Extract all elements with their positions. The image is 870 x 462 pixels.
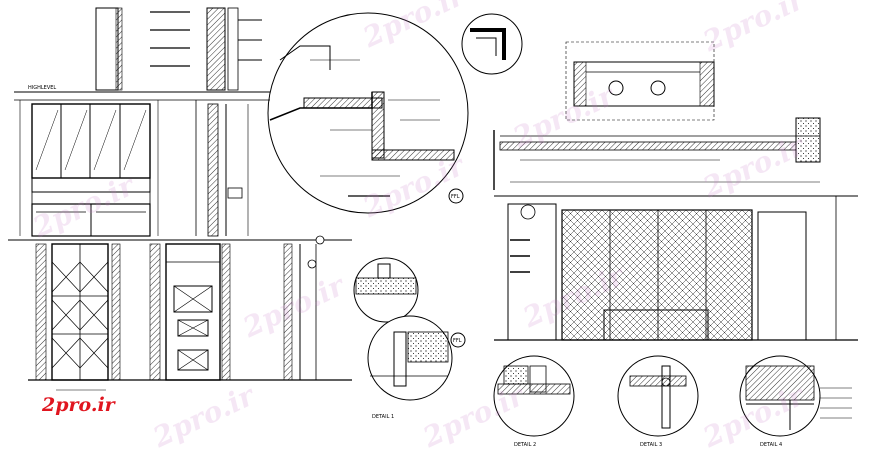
ffl-label: FFL (451, 194, 460, 200)
wall-elevation (494, 195, 858, 341)
counter-section (493, 117, 821, 190)
high-level-label: HIGHLEVEL (28, 85, 56, 91)
ffl-marker-top: FFL (448, 188, 464, 204)
joint-detail-circle (353, 257, 419, 323)
detail-circle-2 (493, 355, 575, 437)
door-elevation-2 (149, 243, 231, 381)
detail-1-caption: DETAIL 1 (372, 414, 394, 420)
cabinet-elevation (14, 91, 270, 237)
corner-detail-circle (461, 13, 523, 75)
ffl-label-mid: FFL (453, 338, 462, 344)
stair-detail-circle (267, 12, 469, 214)
detail-3-caption: DETAIL 3 (640, 442, 662, 448)
floor-detail-circle (367, 315, 453, 401)
door-section (283, 235, 325, 381)
site-logo[interactable]: 2pro.ir (42, 394, 115, 416)
detail-circle-4 (739, 355, 821, 437)
wall-section-strip (95, 7, 262, 91)
ffl-marker-mid: FFL (450, 332, 466, 348)
detail-circle-3 (617, 355, 699, 437)
detail-2-caption: DETAIL 2 (514, 442, 536, 448)
basin-plan (565, 41, 715, 121)
detail-4-caption: DETAIL 4 (760, 442, 782, 448)
leader-lines (820, 387, 852, 419)
